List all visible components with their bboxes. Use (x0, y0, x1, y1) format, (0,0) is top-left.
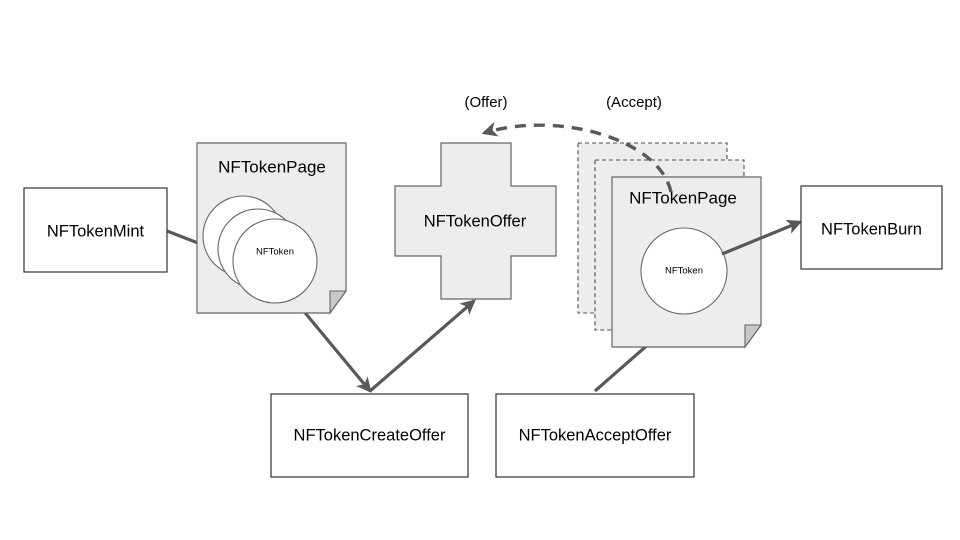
mint-label: NFTokenMint (47, 222, 145, 240)
page-left-title: NFTokenPage (218, 157, 326, 176)
page-left-token-label: NFToken (256, 247, 294, 258)
accept-offer-label: NFTokenAcceptOffer (519, 426, 672, 444)
node-burn[interactable]: NFTokenBurn (800, 185, 943, 270)
edge-create-offer-to-offer (368, 299, 476, 393)
node-accept-offer[interactable]: NFTokenAcceptOffer (495, 393, 695, 478)
create-offer-label: NFTokenCreateOffer (294, 426, 446, 444)
offer-label: NFTokenOffer (424, 212, 527, 230)
page-right-title: NFTokenPage (629, 188, 737, 207)
burn-label: NFTokenBurn (821, 220, 922, 238)
edge-page-to-burn (721, 219, 803, 256)
edge-offer-accept-curve (481, 121, 673, 193)
edge-label-offer: (Offer) (464, 94, 507, 111)
node-offer[interactable]: NFTokenOffer (394, 142, 557, 300)
node-create-offer[interactable]: NFTokenCreateOffer (270, 393, 469, 478)
node-mint[interactable]: NFTokenMint (23, 187, 168, 273)
node-page-right-stack[interactable]: NFTokenPage NFTokenPage NFTokenPage NFTo… (577, 142, 763, 349)
page-right-token-label: NFToken (665, 266, 703, 277)
node-page-left[interactable]: NFTokenPage NFToken (196, 142, 348, 315)
page-right-token-circle[interactable] (640, 227, 728, 315)
token-circle-front[interactable] (232, 218, 318, 304)
edge-label-accept: (Accept) (606, 94, 662, 111)
page-right-front[interactable]: NFTokenPage NFToken (611, 176, 763, 349)
